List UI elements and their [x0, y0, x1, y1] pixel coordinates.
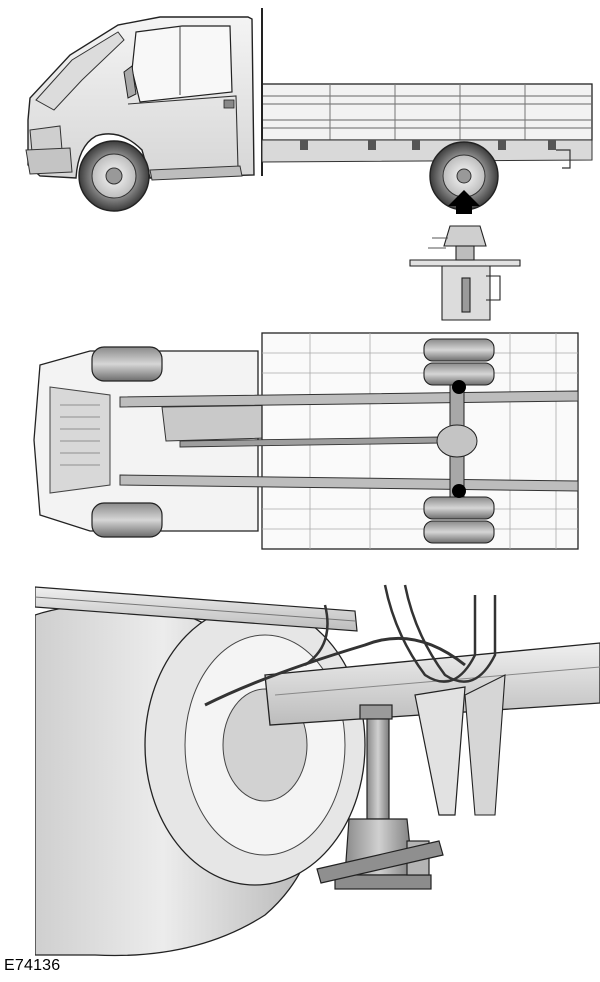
flatbed-platform	[261, 83, 593, 141]
rear-left-wheel	[423, 338, 495, 362]
figure-reference-code: E74136	[4, 957, 61, 974]
jack-inset	[409, 225, 521, 321]
underside-view-illustration	[0, 325, 600, 555]
door-mirror	[123, 65, 137, 99]
jacking-point-dot-icon	[452, 380, 466, 394]
jacking-point-arrow-icon	[448, 190, 480, 214]
bottle-jack	[316, 704, 444, 890]
jacking-point-dot-icon	[452, 484, 466, 498]
rear-right-wheel	[423, 496, 495, 520]
detail-view-svg	[35, 584, 600, 957]
spring-hanger	[414, 686, 466, 816]
front-left-wheel	[91, 346, 163, 382]
side-window	[131, 25, 233, 103]
jack-handle	[316, 840, 444, 884]
underside-view-svg	[33, 332, 579, 550]
axle-beam	[264, 642, 600, 726]
windscreen	[35, 31, 125, 111]
detail-view-illustration	[35, 575, 600, 960]
side-view-svg	[25, 8, 593, 321]
front-right-wheel	[91, 502, 163, 538]
side-view-illustration	[0, 0, 600, 330]
chassis-rail	[261, 139, 593, 163]
